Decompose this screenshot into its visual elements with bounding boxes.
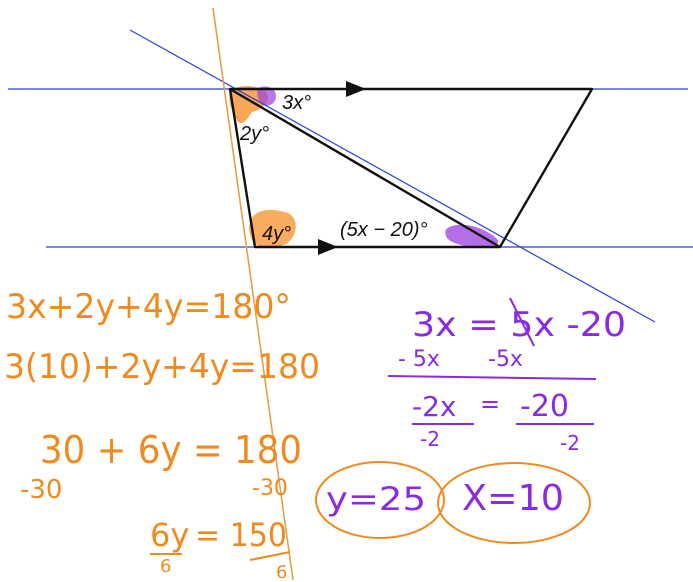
work-left-line-4-right: = 150 — [195, 516, 287, 554]
angle-label-5x-20: (5x − 20)° — [340, 219, 427, 241]
work-right-line-3-div-left: -2 — [420, 427, 440, 451]
work-left-line-4-div-left: 6 — [160, 556, 171, 577]
angle-labels: 3x° 2y° 4y° (5x − 20)° — [239, 92, 427, 245]
work-left-line-1: 3x+2y+4y=180° — [6, 287, 291, 327]
highlight-bottom-right-purple — [445, 224, 499, 248]
answer-y-circle — [315, 461, 445, 539]
diagonal-extension-line — [129, 29, 656, 323]
subtraction-bar — [387, 375, 597, 380]
left-handwritten-work: 3x+2y+4y=180° 3(10)+2y+4y=180 30 + 6y = … — [4, 287, 320, 582]
angle-label-2y: 2y° — [239, 123, 269, 145]
answer-y: y=25 — [326, 480, 426, 518]
work-left-line-3-sub-right: -30 — [252, 476, 288, 501]
work-right-line-3-div-right: -2 — [560, 431, 580, 455]
bottom-parallel-arrow-icon — [318, 239, 338, 255]
parallelogram-diagonal — [229, 87, 501, 249]
top-parallel-arrow-icon — [346, 81, 366, 97]
work-right-line-2-a: - 5x — [398, 347, 440, 372]
work-left-line-4-div-right: 6 — [276, 562, 287, 582]
work-left-line-2: 3(10)+2y+4y=180 — [4, 347, 320, 387]
answer-x-circle — [437, 462, 591, 544]
work-left-line-3-sub-left: -30 — [20, 475, 62, 505]
reference-lines — [8, 29, 693, 323]
transversal-line — [212, 7, 294, 581]
fraction-bar-150 — [249, 551, 291, 561]
angle-label-3x: 3x° — [282, 92, 311, 114]
right-work-strokes — [315, 297, 597, 544]
work-right-line-2-b: -5x — [488, 347, 523, 372]
answer-x: X=10 — [462, 478, 564, 519]
parallelogram — [228, 87, 594, 249]
work-right-line-3-eq: = — [480, 390, 500, 418]
parallel-markers — [318, 81, 366, 255]
left-work-strokes — [150, 551, 291, 561]
angle-label-4y: 4y° — [262, 223, 291, 245]
work-right-line-3-left: -2x — [412, 390, 457, 423]
highlight-top-left-purple — [257, 86, 276, 106]
right-handwritten-work: 3x = 5x -20 - 5x -5x -2x = -20 -2 -2 y=2… — [326, 305, 626, 519]
highlight-bottom-left-orange — [249, 209, 296, 248]
work-left-line-4-left: 6y — [150, 516, 189, 554]
cross-out-stroke — [509, 297, 535, 347]
work-left-line-3: 30 + 6y = 180 — [40, 428, 302, 472]
work-right-line-1: 3x = 5x -20 — [412, 305, 626, 345]
work-right-line-3-right: -20 — [520, 389, 569, 424]
